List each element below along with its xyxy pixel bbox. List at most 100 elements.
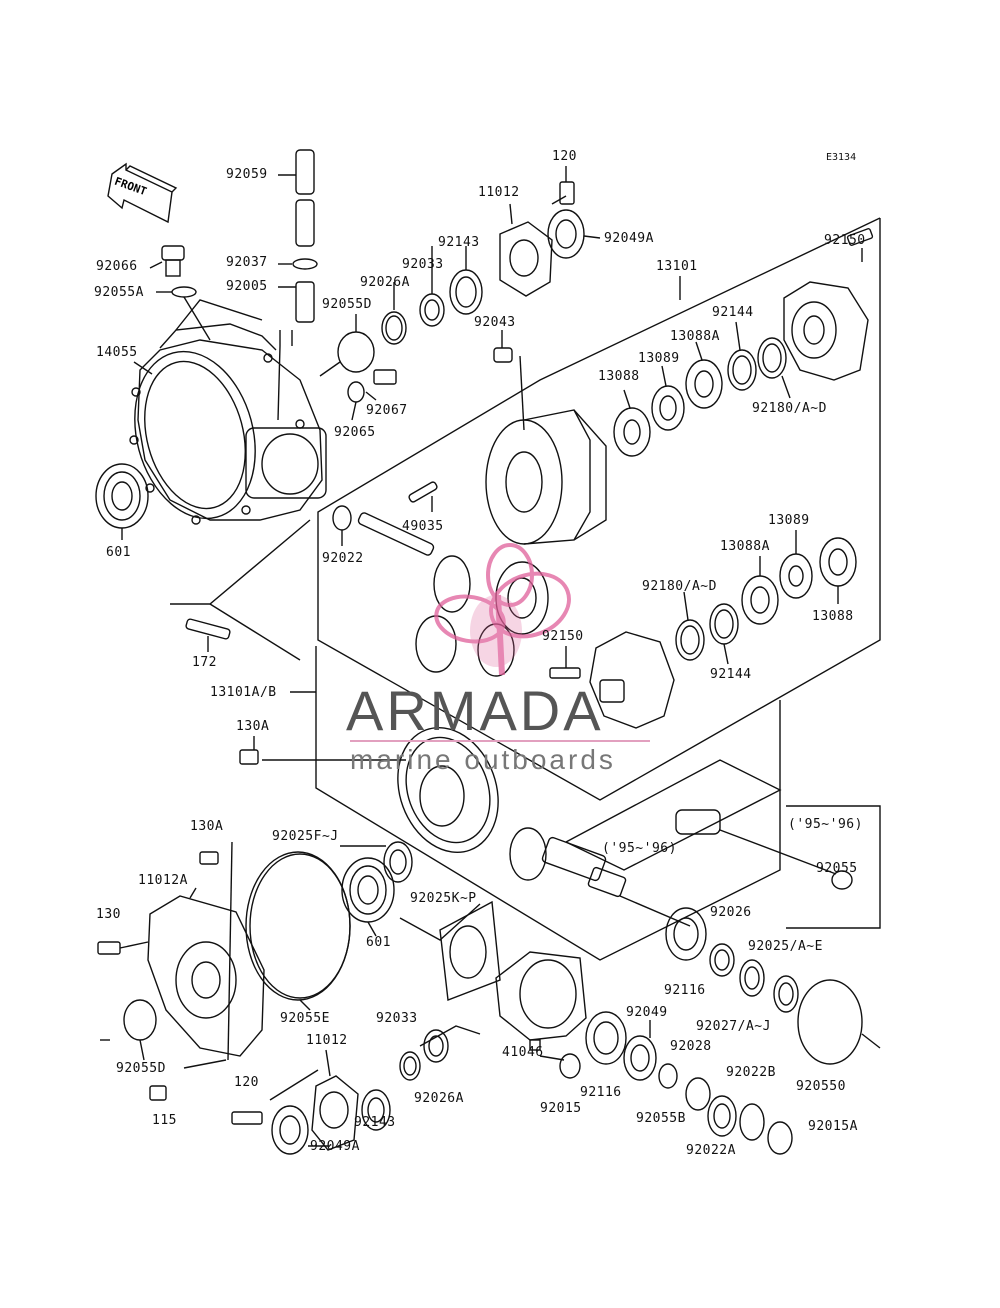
- watermark-brand: ARMADA: [346, 679, 604, 742]
- pin-92043: [493, 347, 513, 363]
- part-label: 92066: [96, 259, 138, 274]
- part-label: 92067: [366, 403, 408, 418]
- shim-92025kp: [439, 900, 501, 1001]
- part-label: 11012: [306, 1033, 348, 1048]
- cover-11012a: [147, 895, 265, 1057]
- part-label: 92037: [226, 255, 268, 270]
- ring-92033-bottom: [399, 1051, 421, 1081]
- differential-case: [485, 409, 607, 545]
- bolt-120-bottom: [231, 1111, 263, 1125]
- part-label: 92144: [712, 305, 754, 320]
- part-label: 11012: [478, 185, 520, 200]
- differential-assembly-box: [317, 217, 881, 801]
- part-label: 92116: [580, 1085, 622, 1100]
- part-label: 92022A: [686, 1143, 736, 1158]
- part-label: 130A: [236, 719, 270, 734]
- part-label: 92055B: [636, 1111, 686, 1126]
- shim-92180-top: [757, 337, 787, 379]
- part-label: 601: [106, 545, 131, 560]
- bearing-92116-lower: [585, 1011, 627, 1065]
- bearing-cap-11012-bottom: [311, 1075, 359, 1151]
- part-label: 92055E: [280, 1011, 330, 1026]
- part-label: 92005: [226, 279, 268, 294]
- nut-92015: [559, 1053, 581, 1079]
- collar-92028: [685, 1077, 711, 1111]
- clutch-plate-13088-bottom: [819, 537, 857, 587]
- flange-92150-bottom: [589, 631, 675, 729]
- front-arrow-icon: [107, 162, 178, 224]
- bearing-601-left: [95, 463, 149, 529]
- part-label: 92026A: [414, 1091, 464, 1106]
- o-ring-920550: [797, 979, 863, 1065]
- bolt-92150-top: [846, 228, 874, 246]
- ring-92026: [709, 943, 735, 977]
- bearing-housing-41046: [495, 951, 587, 1051]
- part-label: 92143: [354, 1115, 396, 1130]
- bolt-115: [149, 1085, 167, 1101]
- part-label: 92180/A~D: [752, 401, 827, 416]
- clutch-plate-13089-bottom: [779, 553, 813, 599]
- part-label: ('95~'96): [602, 841, 677, 856]
- part-label: 92055A: [94, 285, 144, 300]
- part-label: 92027/A~J: [696, 1019, 771, 1034]
- part-label: 13088A: [720, 539, 770, 554]
- ring-gear: [397, 726, 499, 854]
- pin-49035: [408, 481, 438, 503]
- part-label: 14055: [96, 345, 138, 360]
- o-ring-92055d-top: [337, 331, 375, 373]
- part-label: 92015: [540, 1101, 582, 1116]
- watermark-logo-icon: [434, 543, 571, 676]
- part-label: 120: [234, 1075, 259, 1090]
- bolt-92150-bottom: [549, 667, 581, 679]
- o-ring-92055b: [658, 1063, 678, 1089]
- bearing-cap-11012-top: [499, 221, 553, 297]
- part-label: 92025/A~E: [748, 939, 823, 954]
- seal-92143-bottom: [361, 1089, 391, 1131]
- differential-housing: [129, 299, 327, 525]
- part-label: 120: [552, 149, 577, 164]
- part-label: 92026: [710, 905, 752, 920]
- part-label: 92049A: [604, 231, 654, 246]
- ring-92144-top: [727, 349, 757, 391]
- bolt-130: [97, 941, 121, 955]
- clutch-plate-13088a-top: [685, 359, 723, 409]
- shim-92025fj: [383, 841, 413, 883]
- part-label: 601: [366, 935, 391, 950]
- part-label: 92055: [816, 861, 858, 876]
- shim-92027: [739, 959, 765, 997]
- part-label: 92028: [670, 1039, 712, 1054]
- seal-92049: [623, 1035, 657, 1081]
- part-label: 13089: [638, 351, 680, 366]
- part-label: 92143: [438, 235, 480, 250]
- part-label: 130A: [190, 819, 224, 834]
- shim-92025ae: [773, 975, 799, 1013]
- bolt-120-top: [559, 181, 575, 205]
- seal-92049a-bottom: [271, 1105, 309, 1155]
- ring-92026a-top: [381, 311, 407, 345]
- part-label: 13089: [768, 513, 810, 528]
- pinion-shaft: [357, 512, 435, 556]
- drive-pinion: [509, 827, 627, 898]
- clip-92037: [292, 258, 318, 270]
- part-label: ('95~'96): [788, 817, 863, 832]
- flange-92150-top: [783, 281, 869, 381]
- part-label: 130: [96, 907, 121, 922]
- ring-92026a-bottom: [423, 1029, 449, 1063]
- part-label: 92025K~P: [410, 891, 477, 906]
- part-label: 13088: [598, 369, 640, 384]
- nut-92015a: [767, 1121, 793, 1155]
- diagram-code: E3134: [826, 152, 857, 163]
- part-label: 92033: [376, 1011, 418, 1026]
- bearing-92116-upper: [665, 907, 707, 961]
- o-ring-92055a: [171, 286, 197, 298]
- part-label: 92180/A~D: [642, 579, 717, 594]
- o-ring-92055d-bottom: [123, 999, 157, 1041]
- bolt-92067: [373, 369, 397, 385]
- part-label: 13101A/B: [210, 685, 277, 700]
- bearing-601-right: [341, 857, 395, 923]
- clutch-plate-13088a-bottom: [741, 575, 779, 625]
- clutch-plate-13088-top: [613, 407, 651, 457]
- washer-92065: [347, 381, 365, 403]
- plug-92066: [161, 245, 185, 277]
- bolt-130a-lower: [199, 851, 219, 865]
